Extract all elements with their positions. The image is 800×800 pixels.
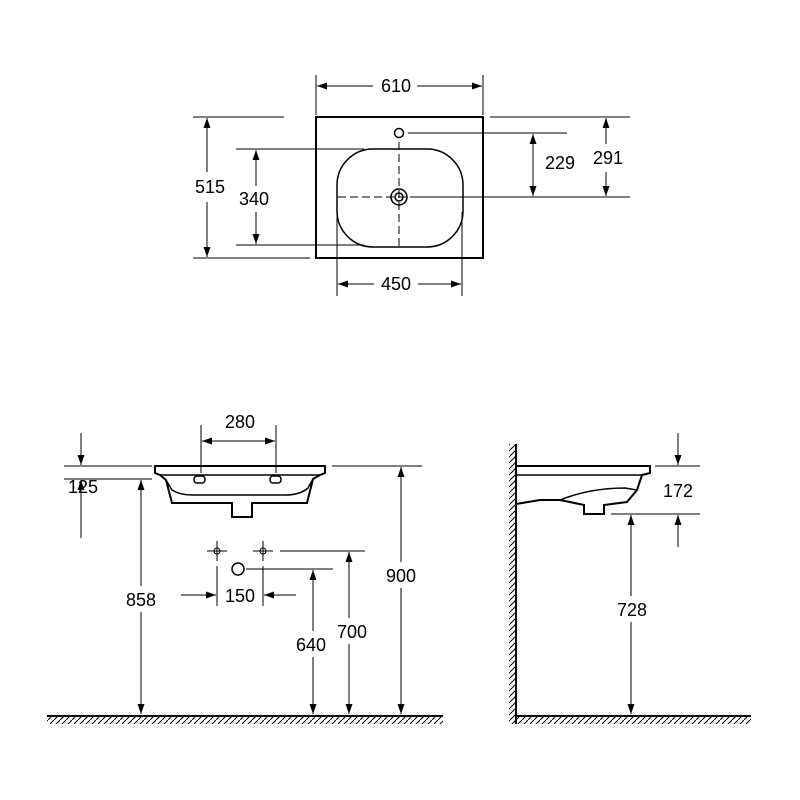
dim-label-640: 640 (296, 635, 326, 655)
dim-label-900: 900 (386, 566, 416, 586)
dim-label-340: 340 (239, 189, 269, 209)
supply-valve-left (207, 541, 227, 561)
floor-hatch-side (516, 716, 751, 724)
tap-hole (393, 127, 405, 139)
dim-label-150: 150 (225, 586, 255, 606)
basin-side-profile (515, 465, 651, 515)
front-view (47, 425, 443, 724)
dim-label-172: 172 (663, 481, 693, 501)
wall-hatch (509, 444, 516, 724)
dim-label-728: 728 (617, 600, 647, 620)
supply-valve-right (253, 541, 273, 561)
dim-label-515: 515 (195, 177, 225, 197)
dim-label-450: 450 (381, 274, 411, 294)
basin-front-profile (154, 465, 326, 518)
basin-outline (315, 116, 484, 259)
dim-label-291: 291 (593, 148, 623, 168)
top-view (193, 75, 630, 296)
dim-label-280: 280 (225, 412, 255, 432)
bowl-outline (336, 148, 464, 248)
side-bowl-line (559, 487, 638, 501)
dim-label-700: 700 (337, 622, 367, 642)
tap-hole-right (269, 475, 282, 484)
side-view (509, 433, 751, 724)
dim-label-610: 610 (381, 76, 411, 96)
dim-label-229: 229 (545, 153, 575, 173)
dim-label-125: 125 (68, 477, 98, 497)
floor-hatch-front (47, 716, 443, 724)
drain-outlet (231, 562, 245, 576)
tap-hole-left (193, 475, 206, 484)
bowl-inner-line (165, 478, 314, 496)
dim-label-858: 858 (126, 590, 156, 610)
